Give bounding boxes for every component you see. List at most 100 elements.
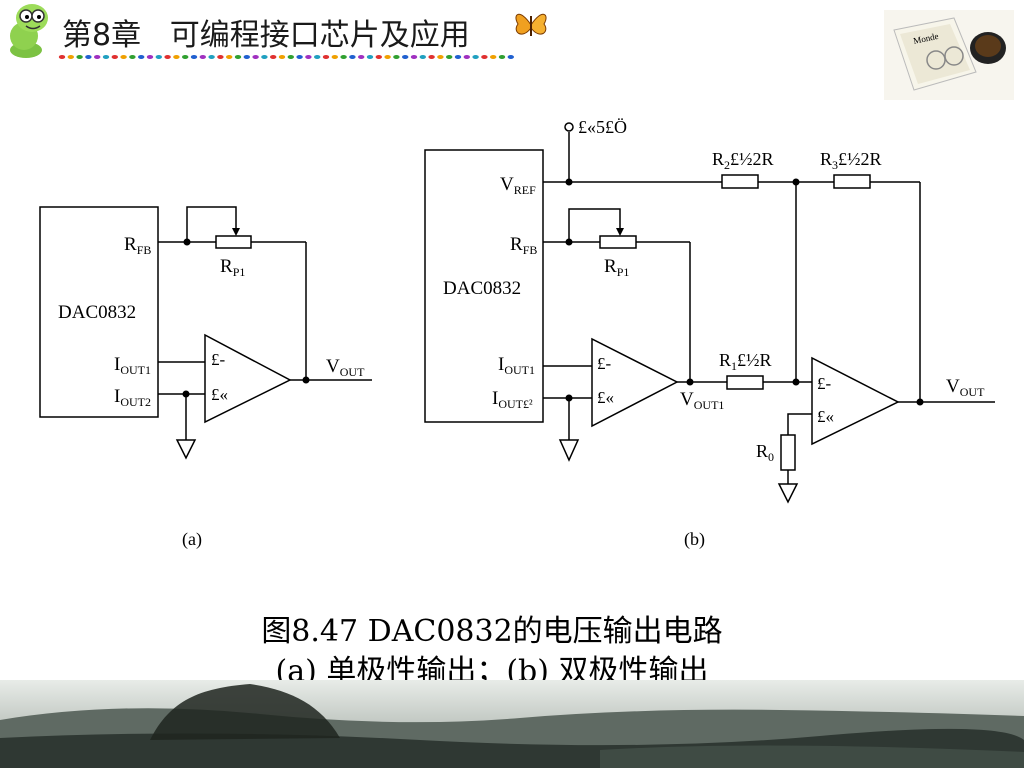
opamp-b2: [811, 356, 900, 446]
vref-label-b: VREF: [500, 174, 536, 197]
footer-landscape-image: [0, 680, 1024, 768]
page-title: 第8章 可编程接口芯片及应用: [62, 18, 470, 53]
divider-dot: [481, 55, 488, 59]
chip-label-a: DAC0832: [58, 302, 136, 323]
opamp-minus-b1: £-: [597, 354, 612, 373]
divider-dot: [314, 55, 321, 59]
divider-dot: [305, 55, 312, 59]
divider-dot: [507, 55, 514, 59]
opamp-a: [204, 333, 292, 424]
vout-label-a: VOUT: [326, 356, 365, 379]
divider-dot: [138, 55, 145, 59]
divider-dot: [85, 55, 92, 59]
divider-dot: [402, 55, 409, 59]
supply-label-b: £«5£Ö: [578, 117, 627, 137]
iout2-label-a: IOUT2: [114, 386, 151, 409]
divider-dot: [155, 55, 162, 59]
divider-dot: [358, 55, 365, 59]
divider-dot: [243, 55, 250, 59]
divider-dot: [111, 55, 118, 59]
iout1-label-a: IOUT1: [114, 354, 151, 377]
iout2-label-b: IOUT£²: [492, 388, 533, 411]
resistor-rp1-a: [215, 235, 252, 249]
divider-dot: [410, 55, 418, 59]
divider-dot: [287, 55, 294, 59]
circuit-diagram: DAC0832 RFB RP1 IOUT1 IOUT2 £- £« VOUT (…: [39, 117, 995, 550]
divider-dot: [446, 55, 453, 59]
vout-label-b: VOUT: [946, 376, 985, 399]
divider-dot: [428, 55, 435, 59]
divider-dot: [463, 55, 470, 59]
r1-label-b: R1£½R: [719, 350, 772, 373]
divider-dot: [270, 55, 277, 59]
divider-dot: [67, 55, 74, 59]
book-and-coffee-icon: Monde: [884, 10, 1014, 100]
divider-dot: [226, 55, 233, 59]
divider-dot: [375, 55, 382, 59]
divider-dot: [208, 55, 215, 59]
opamp-b1: [591, 337, 679, 428]
divider-dot: [437, 55, 444, 59]
divider-dot: [419, 55, 426, 59]
divider-dot: [120, 55, 127, 59]
resistor-rp1-b: [599, 235, 637, 249]
dac-chip-a: [39, 206, 159, 418]
divider-dot: [454, 55, 462, 59]
rfb-label-b: RFB: [510, 234, 537, 257]
divider-dot: [234, 55, 242, 59]
butterfly-icon: [515, 13, 547, 36]
divider-dot: [173, 55, 180, 59]
divider-dot: [182, 55, 189, 59]
rp1-label-a: RP1: [220, 256, 245, 279]
divider-dot: [366, 55, 374, 59]
divider-dot: [252, 55, 259, 59]
divider-dot: [490, 55, 497, 59]
divider-dot: [331, 55, 338, 59]
worm-mascot-icon: [10, 4, 48, 58]
divider-dot: [384, 55, 391, 59]
divider-dot: [76, 55, 83, 59]
iout1-label-b: IOUT1: [498, 354, 535, 377]
supply-terminal: [564, 122, 574, 132]
divider-dot: [58, 55, 66, 59]
rfb-label-a: RFB: [124, 234, 151, 257]
figure-caption-line1: 图8.47 DAC0832的电压输出电路: [261, 614, 723, 649]
opamp-plus-a: £«: [211, 385, 228, 404]
divider-dot: [217, 55, 224, 59]
colored-dot-divider: [58, 55, 514, 59]
divider-dot: [199, 55, 206, 59]
divider-dot: [261, 55, 268, 59]
resistor-r3-b: [833, 174, 871, 189]
ground-b1: [558, 439, 580, 462]
divider-dot: [102, 55, 110, 59]
vout1-label-b: VOUT1: [680, 389, 724, 412]
ground-b2: [777, 483, 799, 504]
divider-dot: [278, 55, 286, 59]
divider-dot: [340, 55, 347, 59]
opamp-plus-b1: £«: [597, 388, 614, 407]
figure-label-b: (b): [684, 529, 705, 550]
divider-dot: [190, 55, 198, 59]
chip-label-b: DAC0832: [443, 278, 521, 299]
divider-dot: [146, 55, 154, 59]
opamp-minus-b2: £-: [817, 374, 832, 393]
ground-a: [175, 439, 197, 460]
figure-label-a: (a): [182, 529, 202, 550]
divider-dot: [296, 55, 303, 59]
opamp-minus-a: £-: [211, 350, 226, 369]
r3-label-b: R3£½2R: [820, 149, 882, 172]
resistor-r1-b: [726, 375, 764, 390]
r2-label-b: R2£½2R: [712, 149, 774, 172]
resistor-r2-b: [721, 174, 759, 189]
divider-dot: [322, 55, 330, 59]
opamp-plus-b2: £«: [817, 407, 834, 426]
divider-dot: [164, 55, 171, 59]
divider-dot: [393, 55, 400, 59]
resistor-r0-b: [780, 434, 796, 471]
divider-dot: [349, 55, 356, 59]
r0-label-b: R0: [756, 441, 774, 464]
rp1-label-b: RP1: [604, 256, 629, 279]
divider-dot: [129, 55, 136, 59]
divider-dot: [472, 55, 479, 59]
divider-dot: [498, 55, 506, 59]
